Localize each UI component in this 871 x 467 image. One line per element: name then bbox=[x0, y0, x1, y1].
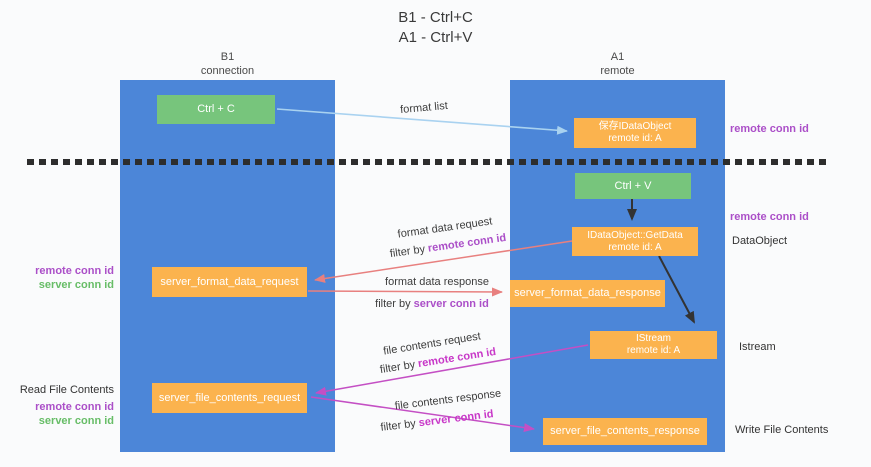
ctrl-v-node: Ctrl + V bbox=[575, 173, 691, 199]
left-column-header: B1 connection bbox=[120, 50, 335, 78]
getdata-to-istream-arrow bbox=[658, 255, 695, 324]
istream-side-label: Istream bbox=[739, 341, 776, 353]
server-format-data-response-label: server_format_data_response bbox=[514, 287, 661, 299]
getdata-node: IDataObject::GetData remote id: A bbox=[572, 227, 698, 256]
left-server-conn-id-2: server conn id bbox=[38, 415, 114, 427]
server-file-contents-response-label: server_file_contents_response bbox=[550, 425, 700, 437]
format-data-response-label: format data response bbox=[385, 276, 489, 288]
left-column-title: B1 bbox=[220, 51, 235, 63]
right-column-title: A1 bbox=[610, 51, 625, 63]
save-dataobject-node: 保存IDataObject remote id: A bbox=[574, 118, 696, 148]
left-server-conn-id-1: server conn id bbox=[38, 279, 114, 291]
ctrl-c-node: Ctrl + C bbox=[157, 95, 275, 124]
write-file-contents-label: Write File Contents bbox=[735, 424, 829, 436]
istream-line2: remote id: A bbox=[626, 345, 681, 356]
server-file-contents-request-label: server_file_contents_request bbox=[158, 391, 301, 404]
server-conn-id-highlight: server conn id bbox=[413, 298, 489, 310]
remote-conn-id-mid-label: remote conn id bbox=[730, 211, 809, 223]
getdata-line1: IDataObject::GetData bbox=[587, 229, 683, 241]
server-format-data-request-node: server_format_data_request bbox=[152, 267, 307, 297]
remote-conn-id-top-label: remote conn id bbox=[730, 123, 809, 135]
left-column-subtitle: connection bbox=[200, 65, 255, 77]
title-line-2: A1 - Ctrl+V bbox=[398, 29, 473, 46]
diagram-title: B1 - Ctrl+C A1 - Ctrl+V bbox=[0, 8, 871, 48]
format-data-response-arrow bbox=[307, 287, 503, 297]
ctrl-v-label: Ctrl + V bbox=[614, 179, 652, 192]
save-dataobject-line2: remote id: A bbox=[608, 133, 662, 144]
dataobject-label: DataObject bbox=[732, 235, 788, 247]
istream-line1: IStream bbox=[635, 333, 671, 344]
filter-by-text: filter by bbox=[375, 298, 411, 310]
format-list-arrow bbox=[276, 108, 568, 135]
ctrl-c-label: Ctrl + C bbox=[197, 103, 235, 115]
read-file-contents-label: Read File Contents bbox=[19, 384, 114, 396]
istream-node: IStream remote id: A bbox=[590, 331, 717, 359]
file-contents-request-arrow bbox=[315, 344, 589, 396]
left-remote-conn-id-1: remote conn id bbox=[35, 265, 114, 277]
right-column-subtitle: remote bbox=[600, 65, 635, 77]
save-dataobject-line1: 保存IDataObject bbox=[598, 121, 672, 132]
server-format-data-request-label: server_format_data_request bbox=[160, 275, 299, 288]
format-data-request-arrow bbox=[314, 240, 573, 283]
getdata-line2: remote id: A bbox=[608, 241, 662, 253]
server-format-data-response-node: server_format_data_response bbox=[510, 280, 665, 307]
title-line-1: B1 - Ctrl+C bbox=[398, 9, 473, 26]
file-contents-response-arrow bbox=[310, 396, 535, 433]
machine-boundary-dashed-line bbox=[27, 159, 831, 165]
server-file-contents-request-node: server_file_contents_request bbox=[152, 383, 307, 413]
right-column-header: A1 remote bbox=[510, 50, 725, 78]
server-file-contents-response-node: server_file_contents_response bbox=[543, 418, 707, 445]
left-remote-conn-id-2: remote conn id bbox=[35, 401, 114, 413]
